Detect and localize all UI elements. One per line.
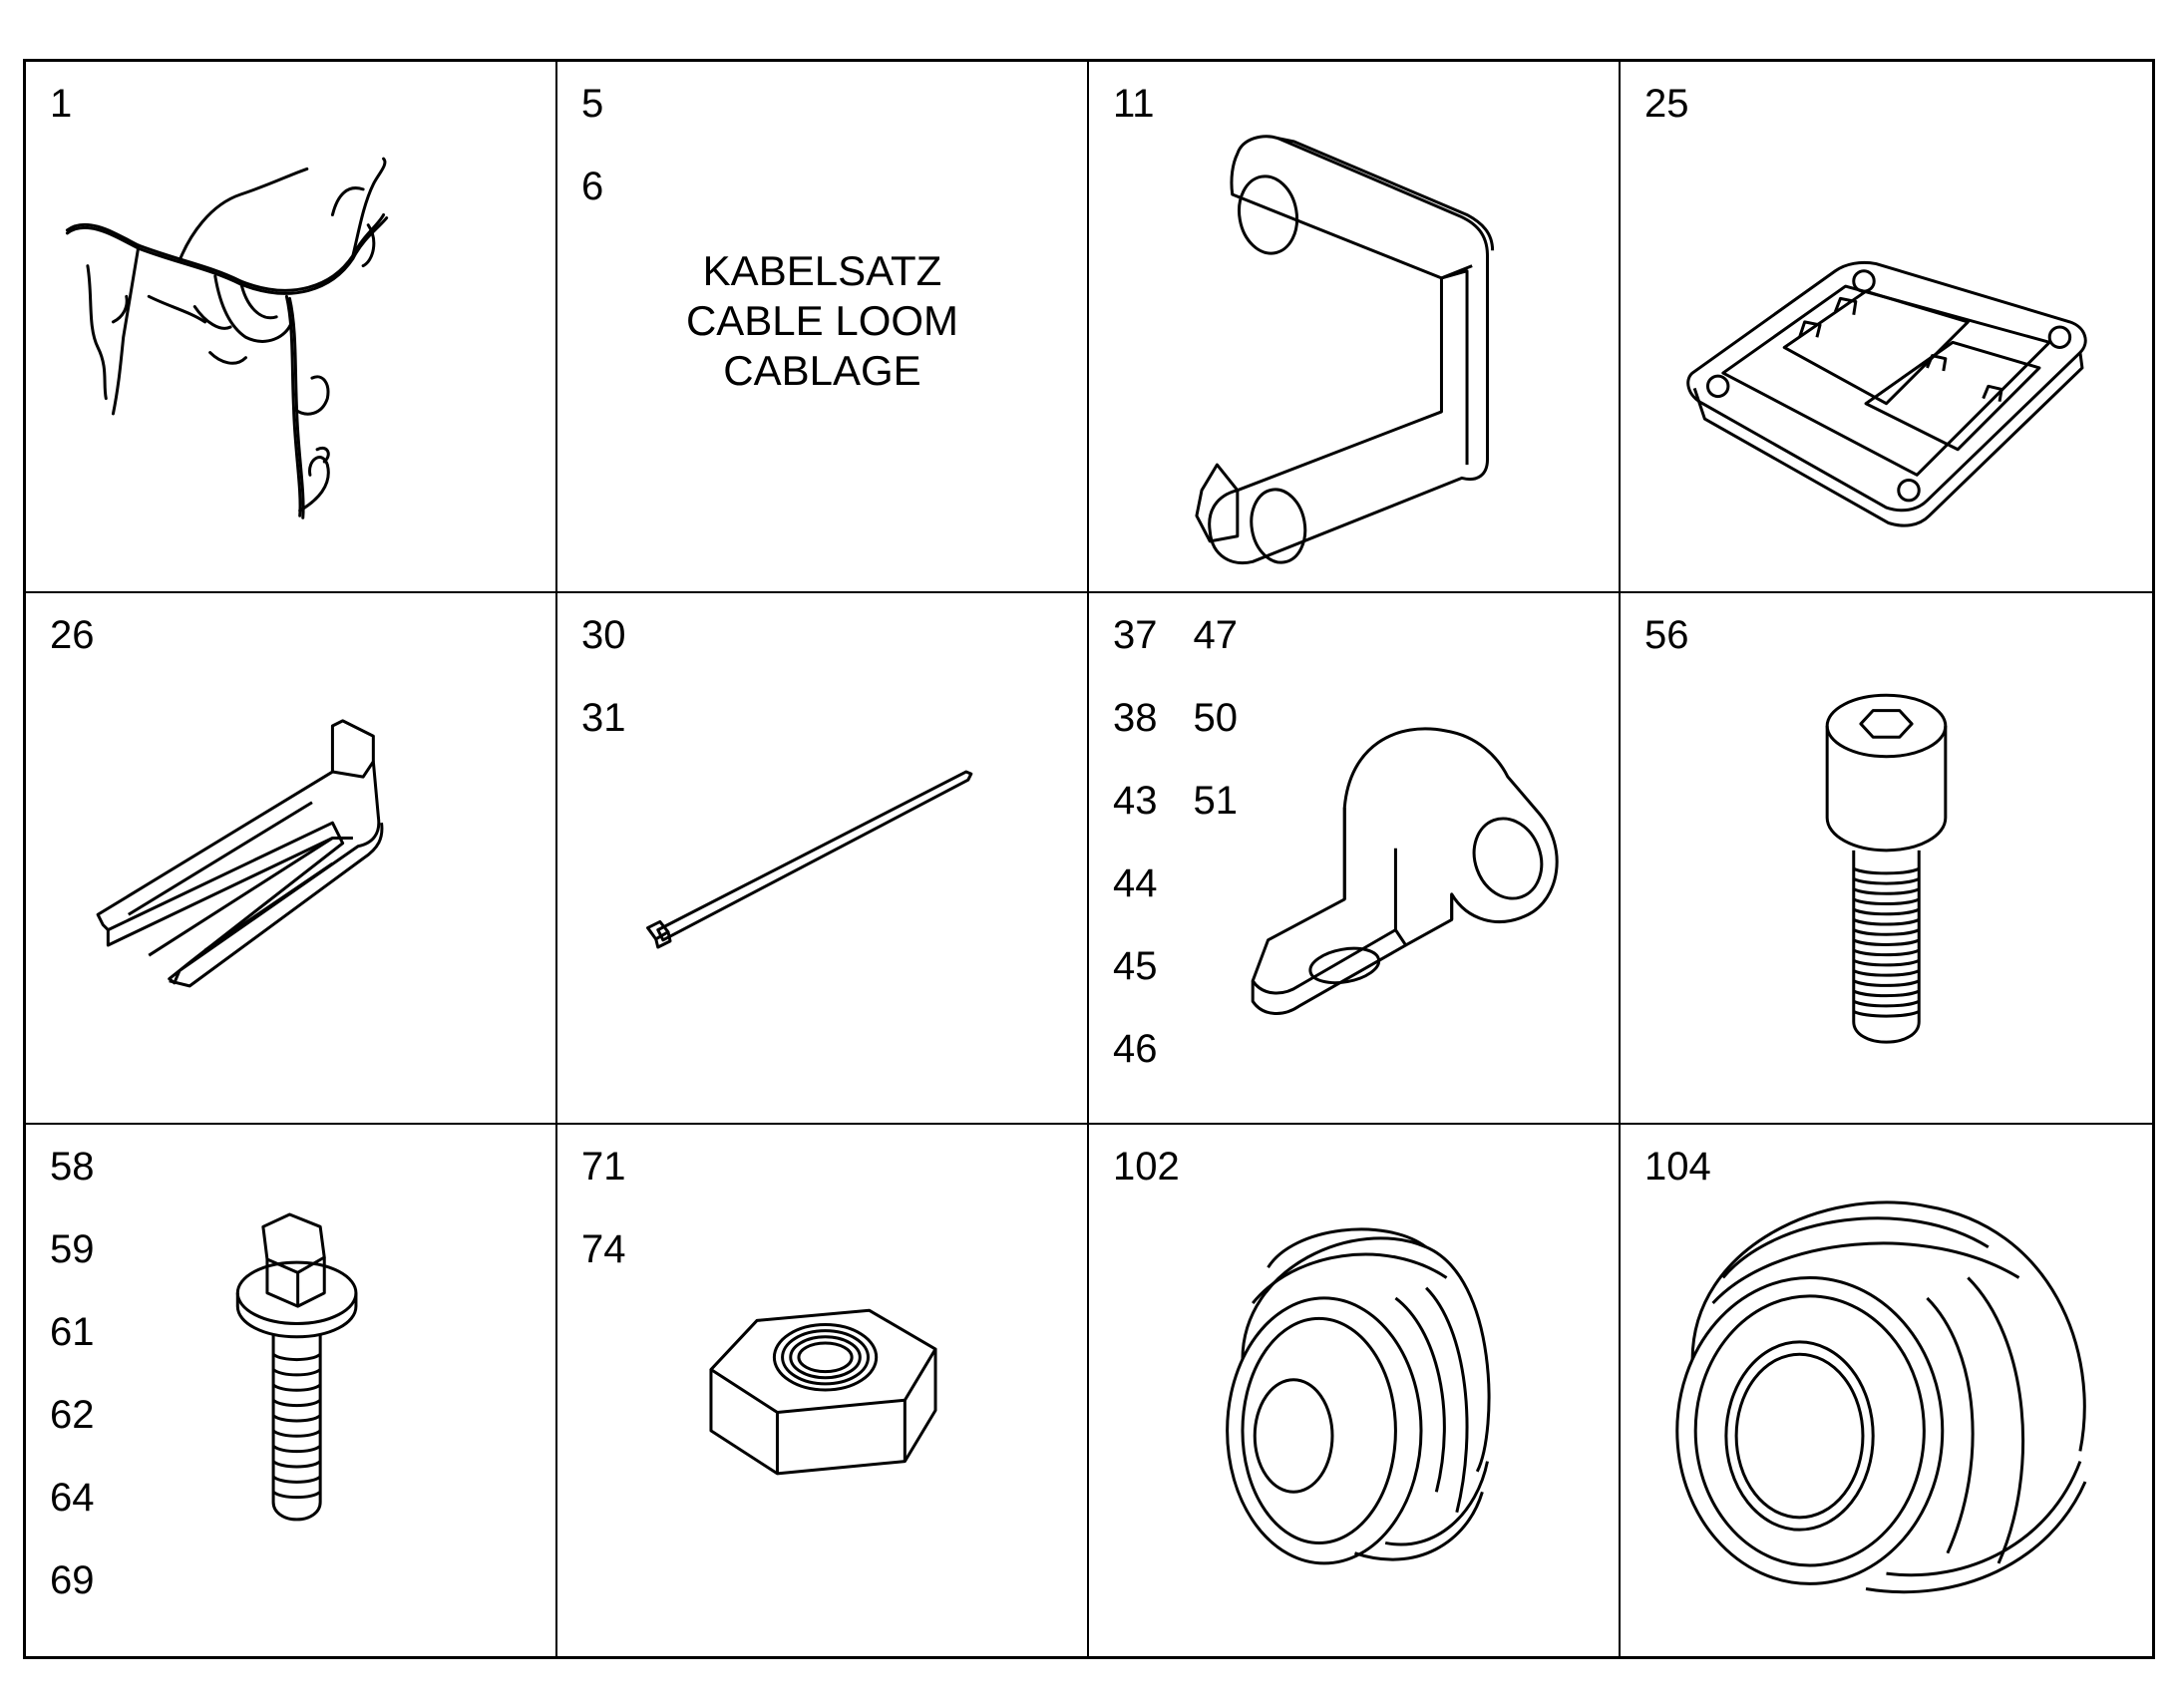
part-numbers: 5 6 xyxy=(581,80,603,576)
cell-part-102: 102 xyxy=(1089,1125,1621,1656)
part-numbers: 104 xyxy=(1644,1143,1711,1639)
grommet-small-icon xyxy=(1089,1125,1621,1655)
cable-tie-icon xyxy=(557,593,1089,1124)
cell-part-30: 30 31 xyxy=(557,593,1089,1125)
cell-part-37: 37 38 43 44 45 46 47 50 51 xyxy=(1089,593,1621,1125)
part-number: 58 xyxy=(50,1145,95,1189)
cable-loom-caption: KABELSATZ CABLE LOOM CABLAGE xyxy=(557,246,1087,396)
cell-part-58: 58 59 61 62 64 69 xyxy=(26,1125,557,1656)
part-number: 59 xyxy=(50,1227,95,1271)
cell-part-5: 5 6 KABELSATZ CABLE LOOM CABLAGE xyxy=(557,62,1089,593)
caption-line: KABELSATZ xyxy=(702,247,942,294)
part-numbers: 26 xyxy=(50,611,95,1108)
part-numbers: 58 59 61 62 64 69 xyxy=(50,1143,95,1639)
caption-line: CABLE LOOM xyxy=(685,297,959,344)
part-number: 104 xyxy=(1644,1145,1711,1189)
part-numbers: 37 38 43 44 45 46 47 50 51 xyxy=(1113,611,1238,1108)
hex-nut-icon xyxy=(557,1125,1089,1655)
part-numbers: 71 74 xyxy=(581,1143,626,1639)
part-number: 74 xyxy=(581,1227,626,1271)
cell-part-26: 26 xyxy=(26,593,557,1125)
part-number: 30 xyxy=(581,613,626,657)
part-number: 25 xyxy=(1644,82,1689,126)
part-number: 64 xyxy=(50,1476,95,1520)
part-number: 47 xyxy=(1193,613,1239,657)
part-number: 31 xyxy=(581,696,626,740)
part-number: 38 xyxy=(1113,696,1158,740)
part-number: 43 xyxy=(1113,779,1158,823)
part-numbers: 11 xyxy=(1113,80,1155,576)
parts-grid: 1 5 6 KABELS xyxy=(23,59,2155,1659)
part-number: 62 xyxy=(50,1393,95,1437)
part-number: 56 xyxy=(1644,613,1689,657)
part-number: 1 xyxy=(50,82,73,126)
part-number: 26 xyxy=(50,613,95,657)
part-number: 46 xyxy=(1113,1027,1158,1071)
part-number: 50 xyxy=(1193,696,1239,740)
socket-head-screw-icon xyxy=(1621,593,2152,1124)
part-numbers: 56 xyxy=(1644,611,1689,1108)
cable-harness-icon xyxy=(26,62,557,592)
part-number: 44 xyxy=(1113,861,1158,905)
part-numbers: 1 xyxy=(50,80,72,576)
p-clamp-icon xyxy=(1089,593,1621,1124)
part-number: 11 xyxy=(1113,82,1155,126)
cell-part-56: 56 xyxy=(1621,593,2152,1125)
cell-part-25: 25 xyxy=(1621,62,2152,593)
part-number: 37 xyxy=(1113,613,1158,657)
caption-line: CABLAGE xyxy=(723,347,921,394)
clip-icon xyxy=(26,593,557,1124)
cell-part-104: 104 xyxy=(1621,1125,2152,1656)
bracket-icon xyxy=(1089,62,1621,592)
part-numbers: 25 xyxy=(1644,80,1689,576)
cell-part-71: 71 74 xyxy=(557,1125,1089,1656)
part-numbers: 30 31 xyxy=(581,611,626,1108)
cell-part-1: 1 xyxy=(26,62,557,593)
cell-part-11: 11 xyxy=(1089,62,1621,593)
part-number: 71 xyxy=(581,1145,626,1189)
part-number: 6 xyxy=(581,165,604,208)
part-number: 51 xyxy=(1193,779,1239,823)
part-number: 69 xyxy=(50,1558,95,1602)
connector-frame-icon xyxy=(1621,62,2152,592)
flange-bolt-icon xyxy=(26,1125,557,1655)
part-number: 61 xyxy=(50,1310,95,1354)
part-number: 102 xyxy=(1113,1145,1180,1189)
part-numbers: 102 xyxy=(1113,1143,1180,1639)
part-number: 45 xyxy=(1113,944,1158,988)
grommet-large-icon xyxy=(1621,1125,2152,1655)
part-number: 5 xyxy=(581,82,604,126)
